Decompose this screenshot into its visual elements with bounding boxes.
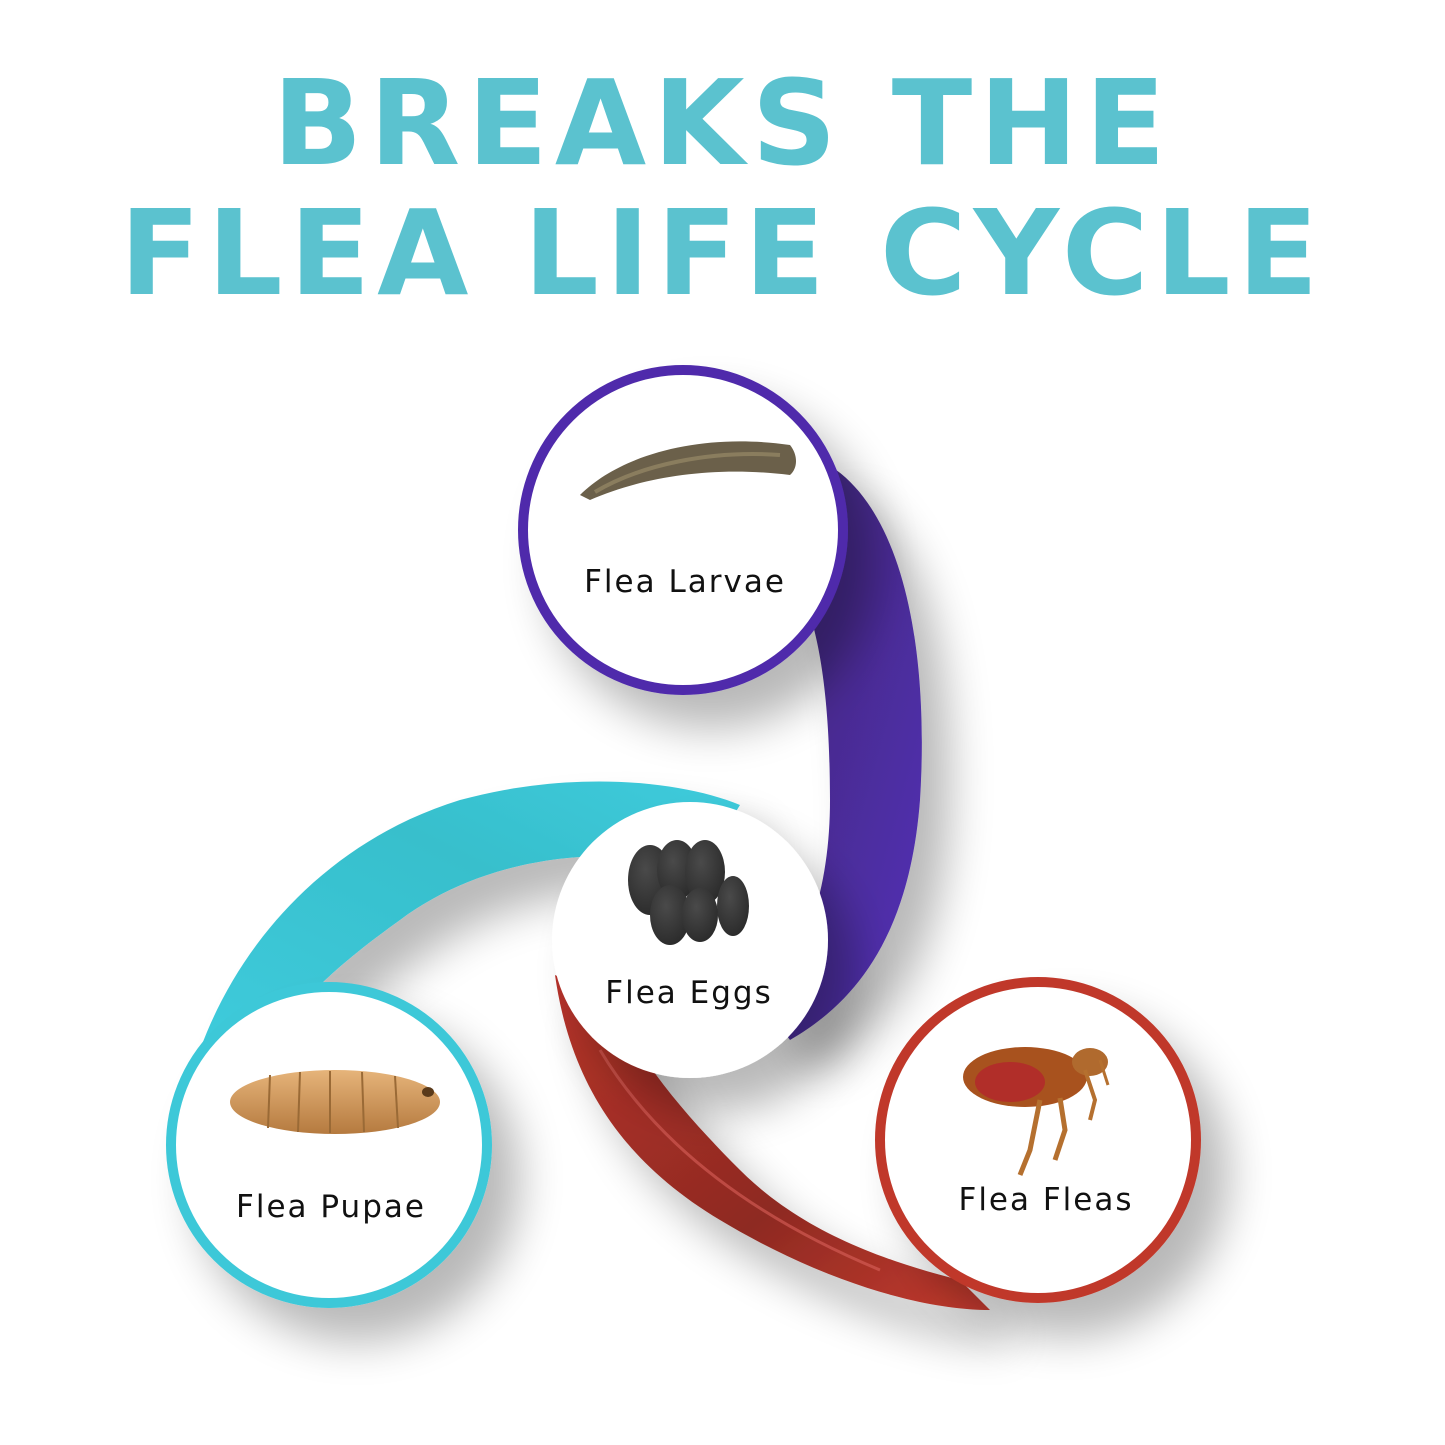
pupae-ring [166, 982, 492, 1308]
flea-icon [963, 1047, 1110, 1176]
larvae-label: Flea Larvae [584, 564, 786, 600]
pupae-node [166, 982, 492, 1308]
purple-arm [760, 460, 922, 1040]
eggs-label: Flea Eggs [605, 975, 772, 1011]
page-title: BREAKS THE FLEA LIFE CYCLE [0, 58, 1445, 318]
title-line-2: FLEA LIFE CYCLE [119, 184, 1326, 322]
eggs-icon [628, 840, 749, 945]
larvae-ring [518, 365, 848, 695]
fleas-node [875, 977, 1201, 1303]
pupa-icon [230, 1070, 440, 1134]
title-line-1: BREAKS THE [272, 54, 1173, 192]
larvae-node [518, 365, 848, 695]
eggs-node [552, 802, 828, 1078]
red-arm-highlight [598, 1049, 881, 1272]
eggs-circle [552, 802, 828, 1078]
larva-icon [580, 441, 796, 500]
fleas-ring [875, 977, 1201, 1303]
fleas-label: Flea Fleas [958, 1182, 1133, 1218]
pupae-label: Flea Pupae [236, 1189, 426, 1225]
